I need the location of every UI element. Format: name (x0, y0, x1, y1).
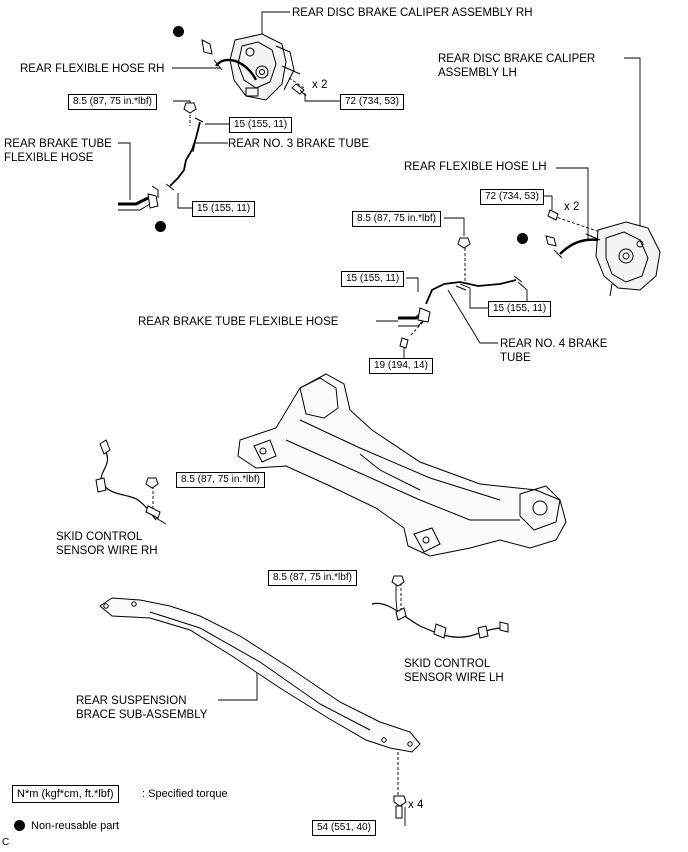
torque-rh-caliper: 72 (734, 53) (340, 94, 404, 110)
caliper-bolts-lh (547, 209, 559, 221)
corner-mark: C (2, 837, 10, 848)
label-no3-brake-tube: REAR NO. 3 BRAKE TUBE (228, 138, 370, 150)
torque-lh-caliper: 72 (734, 53) (480, 189, 544, 205)
label-brake-tube-flex-hose-rh-1: REAR BRAKE TUBE (4, 138, 112, 150)
torque-no3-upper: 15 (155, 11) (229, 117, 293, 133)
legend-torque-unit: N*m (kgf*cm, ft.*lbf) (12, 785, 119, 803)
qty-lh-caliper-bolts: x 2 (564, 201, 580, 213)
label-brake-tube-flex-hose-rh-2: FLEXIBLE HOSE (4, 152, 94, 164)
torque-no4-left: 15 (155, 11) (341, 271, 405, 287)
flexible-hose-lh (545, 235, 599, 259)
label-flex-hose-lh: REAR FLEXIBLE HOSE LH (404, 161, 547, 173)
label-skid-rh-2: SENSOR WIRE RH (56, 545, 158, 557)
leader-lines (118, 11, 641, 826)
suspension-brace (99, 597, 421, 753)
label-skid-lh-1: SKID CONTROL (404, 658, 491, 670)
skid-sensor-wire-rh (95, 439, 167, 525)
label-caliper-lh-1: REAR DISC BRAKE CALIPER (438, 53, 596, 65)
label-flex-hose-rh: REAR FLEXIBLE HOSE RH (20, 63, 165, 75)
label-skid-lh-2: SENSOR WIRE LH (404, 672, 504, 684)
torque-brace: 54 (551, 40) (312, 820, 376, 836)
label-no4-brake-tube-1: REAR NO. 4 BRAKE (500, 338, 608, 350)
skid-sensor-wire-lh (371, 602, 509, 639)
skid-nut-rh (145, 477, 159, 489)
union-nut-rh (183, 102, 197, 114)
brace-bolt (393, 795, 407, 819)
legend-torque-desc: : Specified torque (142, 788, 228, 800)
brake-tube-flex-hose-rh (118, 185, 159, 211)
torque-no3-lower: 15 (155, 11) (192, 201, 256, 217)
non-reusable-dot-icon (155, 221, 166, 232)
flexible-hose-rh (201, 39, 258, 81)
non-reusable-dot-icon (14, 820, 25, 831)
torque-rh-hose-nut: 8.5 (87, 75 in.*lbf) (68, 94, 157, 110)
label-brake-tube-flex-hose-lh: REAR BRAKE TUBE FLEXIBLE HOSE (138, 316, 339, 328)
torque-flex-bolt: 19 (194, 14) (369, 358, 433, 374)
label-skid-rh-1: SKID CONTROL (56, 531, 143, 543)
brake-tube-flex-hose-lh (398, 307, 431, 349)
torque-no4-right: 15 (155, 11) (488, 301, 552, 317)
skid-nut-lh (391, 575, 405, 587)
non-reusable-dot-icon (173, 26, 184, 37)
qty-brace-bolts: x 4 (408, 799, 424, 811)
torque-lh-hose-nut: 8.5 (87, 75 in.*lbf) (352, 211, 441, 227)
caliper-lh (585, 221, 661, 297)
caliper-bolts-rh (291, 83, 307, 97)
no3-brake-tube (165, 117, 204, 191)
rear-axle-beam (237, 373, 567, 557)
label-brace-1: REAR SUSPENSION (76, 695, 187, 707)
union-nut-lh (457, 237, 471, 249)
torque-skid-rh: 8.5 (87, 75 in.*lbf) (176, 472, 265, 488)
label-caliper-lh-2: ASSEMBLY LH (438, 67, 517, 79)
qty-rh-caliper-bolts: x 2 (312, 79, 328, 91)
non-reusable-dot-icon (517, 233, 528, 244)
torque-skid-lh: 8.5 (87, 75 in.*lbf) (268, 570, 357, 586)
label-caliper-rh: REAR DISC BRAKE CALIPER ASSEMBLY RH (292, 7, 533, 19)
no4-brake-tube (425, 275, 523, 305)
caliper-rh (229, 33, 301, 101)
label-brace-2: BRACE SUB-ASSEMBLY (76, 709, 208, 721)
legend-nonreusable-desc: Non-reusable part (31, 820, 120, 832)
label-no4-brake-tube-2: TUBE (500, 352, 531, 364)
